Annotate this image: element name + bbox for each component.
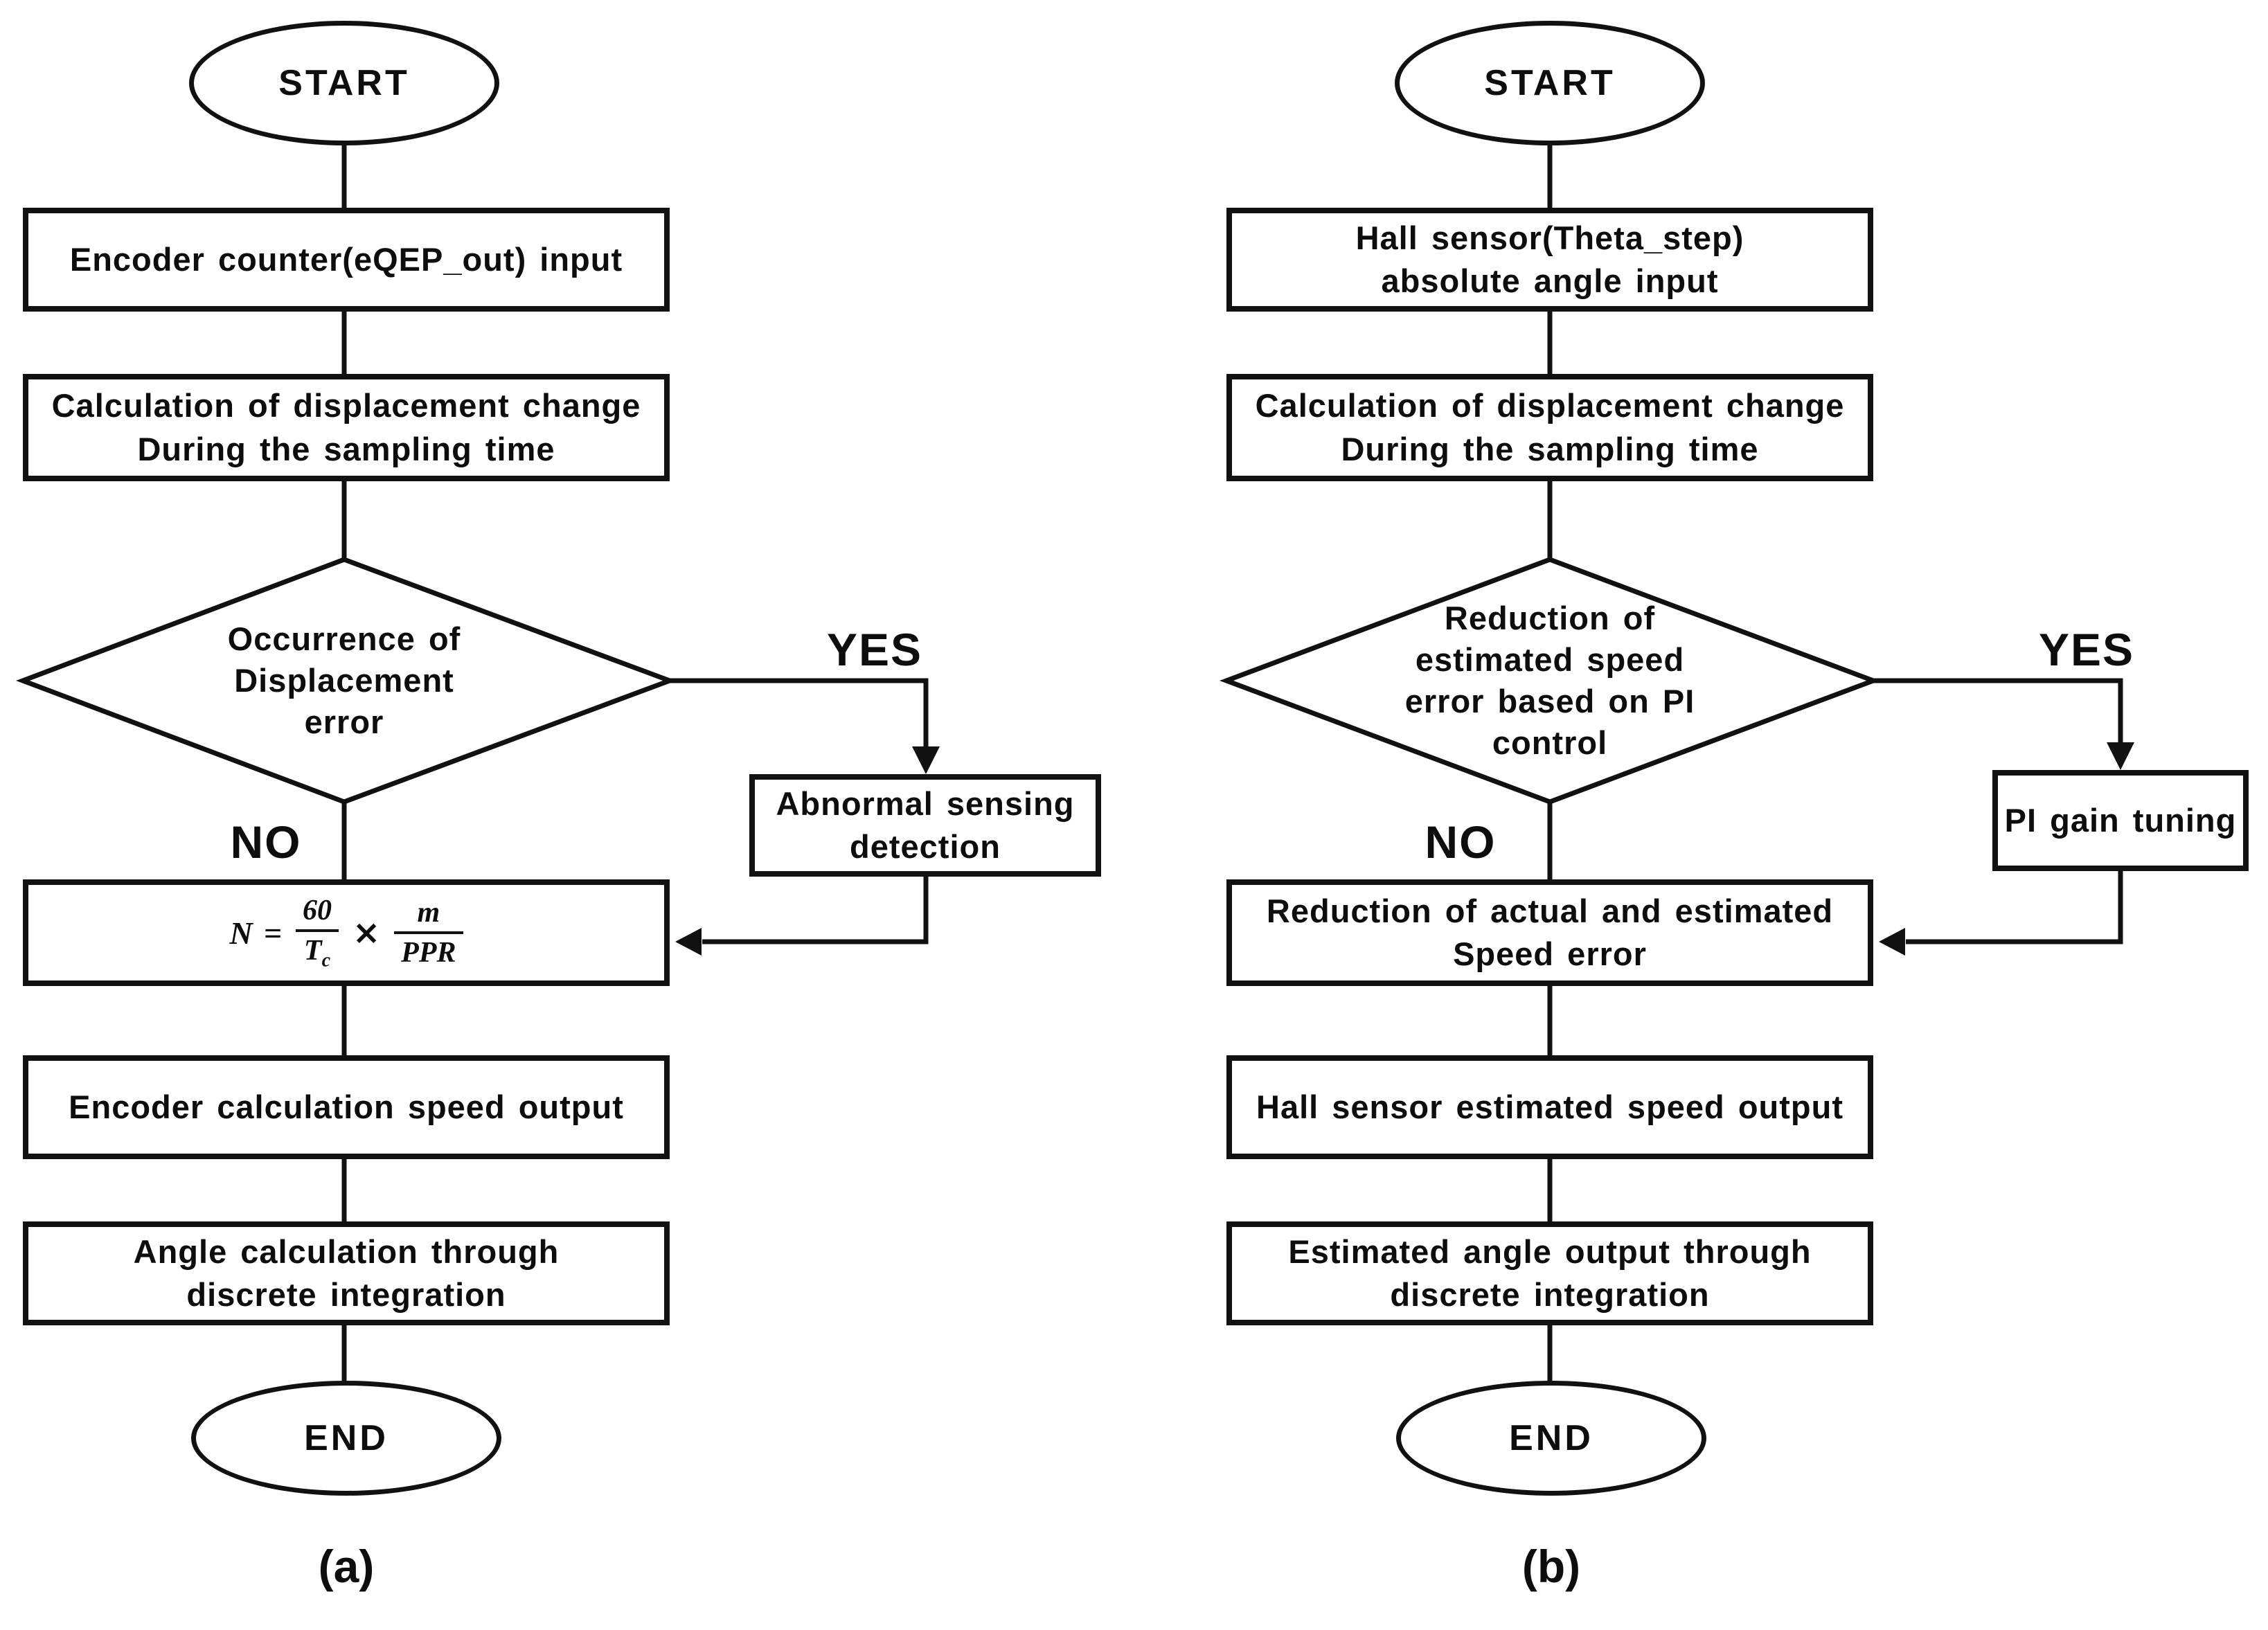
a-decision-diamond xyxy=(16,557,677,805)
a-decision-line3: error xyxy=(304,704,384,741)
a-end-terminator: END xyxy=(191,1381,501,1496)
b-decision-diamond xyxy=(1220,557,1880,805)
b-start-terminator: START xyxy=(1395,21,1705,145)
formula-fraction-bar xyxy=(394,931,463,934)
formula-equals: = xyxy=(263,915,282,951)
a-decision-line2: Displacement xyxy=(234,661,454,699)
caption-a: (a) xyxy=(318,1541,375,1592)
formula-num-1: 60 xyxy=(302,894,332,926)
b-no-label: NO xyxy=(1425,816,1497,868)
formula-den-2: PPR xyxy=(401,937,456,969)
b-end-label: END xyxy=(1509,1418,1593,1458)
a-no-label: NO xyxy=(230,816,302,868)
formula-fraction-bar xyxy=(295,929,339,932)
a-return-arrowhead xyxy=(675,928,702,956)
b-decision-line1: Reduction of xyxy=(1444,599,1656,636)
b-process-angle-output-line2: discrete integration xyxy=(1390,1276,1710,1313)
b-process-pi-gain-tuning-line: PI gain tuning xyxy=(2004,801,2237,839)
a-return-line xyxy=(702,877,929,944)
b-process-hall-input-line2: absolute angle input xyxy=(1381,262,1719,299)
b-end-terminator: END xyxy=(1396,1381,1706,1496)
b-process-speed-output: Hall sensor estimated speed output xyxy=(1226,1055,1873,1159)
b-return-arrowhead xyxy=(1879,928,1905,956)
a-end-label: END xyxy=(304,1418,389,1458)
a-speed-formula: N = 60 Tc × m PPR xyxy=(230,895,463,971)
b-process-displacement-calc-line1: Calculation of displacement change xyxy=(1255,387,1845,424)
b-decision-line3: error based on PI xyxy=(1404,683,1695,719)
b-process-error-reduction: Reduction of actual and estimated Speed … xyxy=(1226,879,1873,986)
a-process-encoder-input: Encoder counter(eQEP_out) input xyxy=(23,208,670,312)
a-process-abnormal-line1: Abnormal sensing xyxy=(776,785,1075,822)
a-yes-arrowhead xyxy=(912,746,940,774)
b-process-angle-output: Estimated angle output through discrete … xyxy=(1226,1221,1873,1325)
b-process-hall-input-line1: Hall sensor(Theta_step) xyxy=(1355,219,1744,256)
b-process-error-reduction-line2: Speed error xyxy=(1453,935,1647,972)
a-decision-text: Occurrence of Displacement error xyxy=(136,594,552,767)
a-process-encoder-input-line: Encoder counter(eQEP_out) input xyxy=(69,240,623,278)
a-start-terminator: START xyxy=(189,21,499,145)
b-process-displacement-calc: Calculation of displacement change Durin… xyxy=(1226,374,1873,481)
formula-lhs: N xyxy=(229,915,253,951)
a-process-displacement-calc-line2: During the sampling time xyxy=(137,430,555,467)
a-process-abnormal-detection: Abnormal sensing detection xyxy=(749,774,1101,877)
b-process-displacement-calc-line2: During the sampling time xyxy=(1341,430,1759,467)
a-yes-branch-line xyxy=(670,678,929,749)
a-process-abnormal-line2: detection xyxy=(850,828,1001,865)
a-process-speed-output: Encoder calculation speed output xyxy=(23,1055,670,1159)
b-process-speed-output-line: Hall sensor estimated speed output xyxy=(1256,1088,1843,1125)
a-start-label: START xyxy=(278,63,410,103)
a-process-angle-calc-line2: discrete integration xyxy=(186,1276,506,1313)
a-process-angle-calc: Angle calculation through discrete integ… xyxy=(23,1221,670,1325)
a-yes-label: YES xyxy=(826,624,923,675)
a-decision-line1: Occurrence of xyxy=(227,620,461,657)
b-decision-line4: control xyxy=(1492,724,1608,762)
b-yes-arrowhead xyxy=(2107,742,2134,770)
a-process-angle-calc-line1: Angle calculation through xyxy=(133,1233,560,1270)
formula-fraction-1: 60 Tc xyxy=(295,894,339,971)
a-process-displacement-calc: Calculation of displacement change Durin… xyxy=(23,374,670,481)
b-process-angle-output-line1: Estimated angle output through xyxy=(1288,1233,1812,1270)
b-process-error-reduction-line1: Reduction of actual and estimated xyxy=(1266,892,1834,929)
b-decision-line2: estimated speed xyxy=(1415,641,1685,678)
formula-fraction-2: m PPR xyxy=(394,897,463,968)
a-process-formula: N = 60 Tc × m PPR xyxy=(23,879,670,986)
formula-num-2: m xyxy=(417,896,440,929)
b-yes-label: YES xyxy=(2038,624,2135,675)
b-process-hall-input: Hall sensor(Theta_step) absolute angle i… xyxy=(1226,208,1873,312)
formula-den-1: Tc xyxy=(303,934,330,971)
b-process-pi-gain-tuning: PI gain tuning xyxy=(1992,770,2249,871)
b-start-label: START xyxy=(1484,63,1616,103)
formula-times: × xyxy=(352,913,381,952)
b-decision-text: Reduction of estimated speed error based… xyxy=(1342,580,1758,781)
b-return-line xyxy=(1906,871,2123,944)
a-process-speed-output-line: Encoder calculation speed output xyxy=(69,1088,624,1125)
a-process-displacement-calc-line1: Calculation of displacement change xyxy=(51,387,641,424)
b-yes-branch-line xyxy=(1873,678,2123,745)
caption-b: (b) xyxy=(1521,1541,1581,1592)
